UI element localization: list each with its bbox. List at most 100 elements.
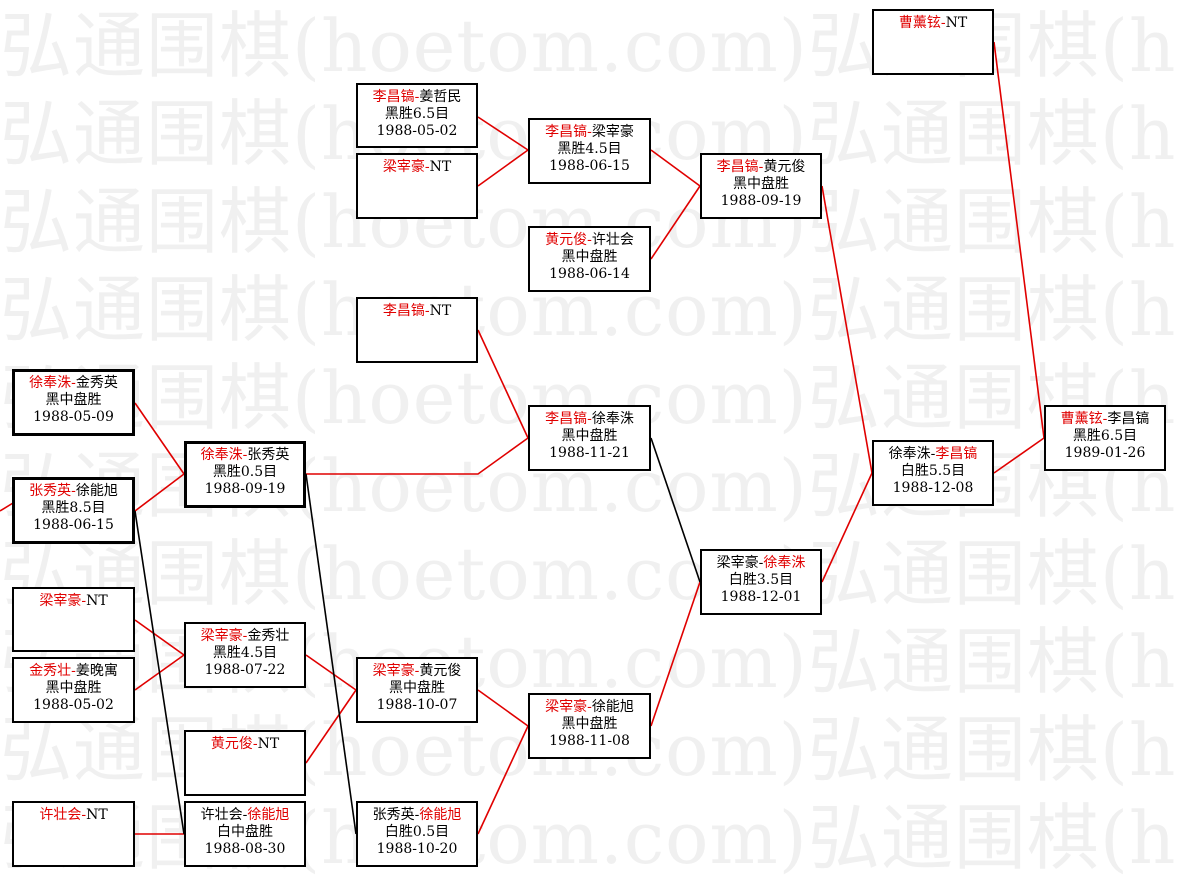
player-name: 徐奉洙 <box>888 446 931 462</box>
player-separator: - <box>940 15 946 31</box>
player-name: 梁宰豪 <box>382 159 425 175</box>
game-players: 徐奉洙-李昌镐 <box>874 446 992 463</box>
game-box: 张秀英-徐能旭 黑胜8.5目 1988-06-15 <box>12 477 135 544</box>
game-result: 黑胜6.5目 <box>1072 428 1138 444</box>
game-players: 许壮会-NT <box>14 807 133 824</box>
player-name: 李昌镐 <box>545 411 588 427</box>
player-separator: - <box>81 593 87 609</box>
player-name: 黄元俊 <box>545 232 588 248</box>
bracket-line <box>134 619 185 656</box>
bracket-line <box>305 473 357 835</box>
player-name: 张秀英 <box>247 447 290 463</box>
game-date: 1988-12-01 <box>720 589 802 605</box>
bracket-line <box>305 689 357 764</box>
bracket-line <box>650 185 701 260</box>
game-box: 梁宰豪-NT <box>12 587 135 652</box>
player-separator: - <box>71 663 76 679</box>
bracket-line <box>993 41 1045 439</box>
game-date: 1988-09-19 <box>204 481 286 497</box>
game-result: 白胜0.5目 <box>384 824 450 840</box>
player-separator: - <box>414 807 420 823</box>
game-box: 李昌镐-徐奉洙 黑中盘胜 1988-11-21 <box>528 405 651 471</box>
player-name: NT <box>86 807 108 823</box>
game-players: 梁宰豪-NT <box>14 593 133 610</box>
game-box: 李昌镐-梁宰豪 黑胜4.5目 1988-06-15 <box>528 118 651 184</box>
player-separator: - <box>252 736 258 752</box>
game-date: 1988-11-21 <box>549 445 630 461</box>
game-result: 黑胜8.5目 <box>41 500 106 516</box>
player-name: 李昌镐 <box>1107 411 1150 427</box>
player-name: NT <box>86 593 108 609</box>
game-players: 梁宰豪-NT <box>358 159 476 176</box>
game-result: 黑胜6.5目 <box>384 106 450 122</box>
bracket-line <box>477 725 529 835</box>
game-box: 梁宰豪-徐奉洙 白胜3.5目 1988-12-01 <box>700 549 822 615</box>
game-result: 白胜5.5目 <box>900 463 966 479</box>
game-box: 徐奉洙-李昌镐 白胜5.5目 1988-12-08 <box>872 440 994 506</box>
player-name: 徐能旭 <box>591 699 634 715</box>
game-result: 黑胜4.5目 <box>212 645 278 661</box>
player-name: 曹薰铉 <box>1060 411 1103 427</box>
player-separator: - <box>424 159 430 175</box>
player-separator: - <box>758 159 764 175</box>
game-players: 李昌镐-姜哲民 <box>358 89 476 106</box>
game-result: 黑中盘胜 <box>561 716 618 732</box>
player-name: NT <box>429 303 452 319</box>
player-name: 梁宰豪 <box>200 628 243 644</box>
player-name: 金秀壮 <box>247 628 290 644</box>
player-name: 李昌镐 <box>372 89 415 105</box>
game-box: 许壮会-NT <box>12 801 135 867</box>
game-date: 1988-06-15 <box>33 517 114 533</box>
game-players: 梁宰豪-金秀壮 <box>186 628 304 645</box>
game-players: 张秀英-徐能旭 <box>358 807 476 824</box>
player-name: NT <box>945 15 968 31</box>
player-name: 徐能旭 <box>419 807 462 823</box>
bracket-line <box>306 437 529 475</box>
player-name: 李昌镐 <box>545 124 588 140</box>
game-box: 许壮会-徐能旭 白中盘胜 1988-08-30 <box>184 801 306 867</box>
game-box: 梁宰豪-徐能旭 黑中盘胜 1988-11-08 <box>528 693 651 759</box>
player-separator: - <box>71 483 76 499</box>
game-players: 徐奉洙-张秀英 <box>187 447 303 464</box>
game-result: 黑中盘胜 <box>45 392 102 408</box>
player-name: 徐奉洙 <box>29 375 72 391</box>
game-box: 黄元俊-许壮会 黑中盘胜 1988-06-14 <box>528 226 651 292</box>
game-date: 1988-12-08 <box>892 480 974 496</box>
player-separator: - <box>414 663 420 679</box>
game-result: 黑中盘胜 <box>389 680 445 696</box>
game-players: 黄元俊-许壮会 <box>530 232 649 249</box>
game-box: 曹薰铉-李昌镐 黑胜6.5目 1989-01-26 <box>1044 405 1166 471</box>
player-separator: - <box>424 303 430 319</box>
game-result: 白中盘胜 <box>217 824 273 840</box>
game-box: 梁宰豪-NT <box>356 153 478 219</box>
game-box: 梁宰豪-金秀壮 黑胜4.5目 1988-07-22 <box>184 622 306 688</box>
bracket-line <box>650 437 701 583</box>
player-name: NT <box>429 159 452 175</box>
game-box: 李昌镐-姜哲民 黑胜6.5目 1988-05-02 <box>356 83 478 148</box>
player-name: 姜晚寓 <box>75 663 118 679</box>
game-players: 金秀壮-姜晚寓 <box>14 663 133 680</box>
player-separator: - <box>71 375 76 391</box>
player-name: 金秀壮 <box>29 663 72 679</box>
bracket-line <box>134 402 185 475</box>
bracket-line <box>477 329 529 439</box>
game-date: 1988-10-20 <box>376 841 458 857</box>
player-name: 李昌镐 <box>935 446 978 462</box>
bracket-line <box>0 502 14 512</box>
player-name: 姜哲民 <box>419 89 462 105</box>
game-date: 1988-09-19 <box>720 193 802 209</box>
game-players: 李昌镐-徐奉洙 <box>530 411 649 428</box>
game-box: 黄元俊-NT <box>184 730 306 796</box>
player-name: 许壮会 <box>200 807 243 823</box>
bracket-line <box>821 185 873 474</box>
bracket-line <box>305 654 357 691</box>
player-name: 梁宰豪 <box>591 124 634 140</box>
player-separator: - <box>81 807 87 823</box>
game-date: 1988-10-07 <box>376 697 458 713</box>
player-separator: - <box>758 555 764 571</box>
game-box: 徐奉洙-金秀英 黑中盘胜 1988-05-09 <box>12 369 135 436</box>
player-name: 梁宰豪 <box>39 593 82 609</box>
player-name: 张秀英 <box>372 807 415 823</box>
game-box: 梁宰豪-黄元俊 黑中盘胜 1988-10-07 <box>356 657 478 723</box>
game-result: 黑中盘胜 <box>561 428 618 444</box>
